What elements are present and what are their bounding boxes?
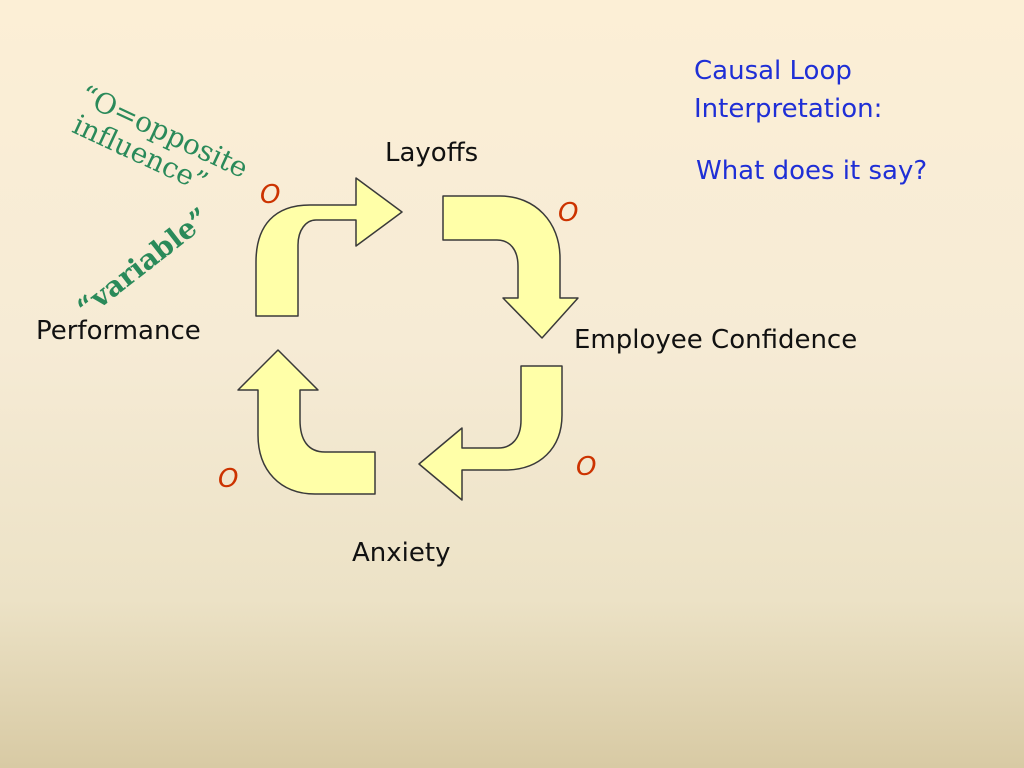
arrow-layoffs-to-confidence [442, 195, 579, 339]
arrow-performance-to-layoffs [255, 177, 403, 317]
note-title-line2: Interpretation: [694, 94, 883, 124]
polarity-mark-bottom-right: O [576, 452, 597, 482]
note-question: What does it say? [696, 156, 928, 186]
note-title-line1: Causal Loop [694, 56, 852, 86]
polarity-mark-top-left: O [260, 180, 281, 210]
node-anxiety: Anxiety [352, 538, 451, 568]
node-performance: Performance [36, 316, 201, 346]
polarity-mark-top-right: O [558, 198, 579, 228]
arrow-confidence-to-anxiety [418, 365, 563, 501]
node-employee-confidence: Employee Confidence [574, 325, 858, 355]
arrow-anxiety-to-performance [237, 349, 376, 495]
polarity-mark-bottom-left: O [218, 464, 239, 494]
node-layoffs: Layoffs [385, 138, 479, 168]
